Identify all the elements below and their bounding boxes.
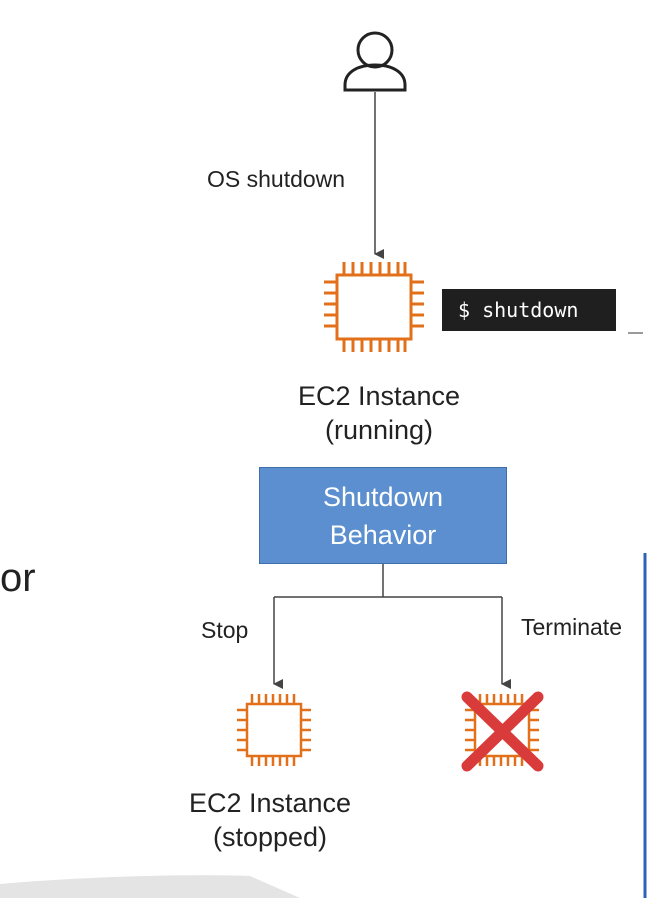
os-shutdown-label: OS shutdown xyxy=(207,166,346,192)
cut-off-text: or xyxy=(0,556,36,600)
stopped-instance-title: EC2 Instance xyxy=(188,788,352,818)
running-instance-title: EC2 Instance xyxy=(297,381,461,411)
behavior-line2: Behavior xyxy=(329,519,437,550)
cross-icon xyxy=(461,691,544,772)
stop-label: Stop xyxy=(201,617,249,643)
stopped-instance-state: (stopped) xyxy=(212,822,328,852)
running-instance-label: EC2 Instance (running) xyxy=(254,379,504,447)
ec2-stopped-chip-icon xyxy=(237,694,311,766)
decorative-swoosh xyxy=(0,875,300,898)
stopped-instance-label: EC2 Instance (stopped) xyxy=(145,786,395,854)
branch-connector xyxy=(273,564,511,689)
user-icon xyxy=(343,31,407,92)
ec2-running-chip-icon xyxy=(324,262,424,352)
shutdown-behavior-box: Shutdown Behavior xyxy=(259,467,507,564)
running-instance-state: (running) xyxy=(324,415,434,445)
terminate-label: Terminate xyxy=(521,614,622,640)
terminal-command: $ shutdown xyxy=(442,289,616,331)
behavior-line1: Shutdown xyxy=(322,481,444,512)
terminated-chip-icon xyxy=(461,691,544,772)
